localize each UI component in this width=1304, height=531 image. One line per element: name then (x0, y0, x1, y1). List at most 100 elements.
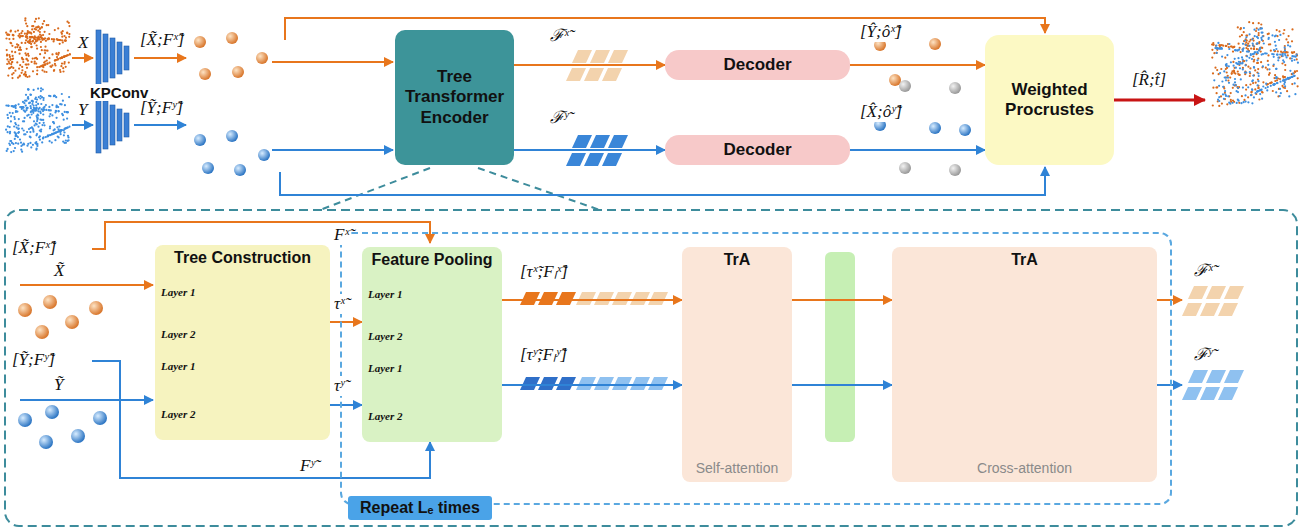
point-sphere (194, 36, 206, 48)
point-cloud-dot (34, 28, 36, 30)
point-cloud-dot (1267, 86, 1269, 88)
point-cloud-dot (1253, 67, 1255, 69)
math-label: [Ỹ;Fʸ̃] (10, 350, 57, 370)
point-cloud-dot (25, 100, 27, 102)
point-cloud-dot (46, 63, 48, 65)
point-cloud-dot (1259, 89, 1261, 91)
point-cloud-dot (35, 107, 37, 109)
point-cloud-dot (1211, 57, 1213, 59)
point-sphere (35, 325, 49, 339)
point-cloud-dot (1241, 56, 1243, 58)
point-cloud-dot (53, 95, 55, 97)
point-cloud-dot (1230, 92, 1232, 94)
point-cloud-dot (7, 75, 9, 77)
point-sphere (194, 134, 206, 146)
point-cloud-dot (1284, 50, 1286, 52)
feature-tile (1218, 387, 1238, 400)
point-cloud-dot (30, 111, 32, 113)
point-cloud-dot (1256, 91, 1258, 93)
point-cloud-dot (29, 42, 31, 44)
point-cloud-dot (1260, 28, 1262, 30)
point-cloud-dot (1219, 72, 1221, 74)
point-cloud-dot (7, 34, 9, 36)
point-cloud-dot (1265, 67, 1267, 69)
point-cloud-dot (1261, 89, 1263, 91)
point-cloud-dot (38, 96, 40, 98)
point-cloud-dot (26, 33, 28, 35)
point-cloud-dot (35, 134, 37, 136)
point-cloud-dot (6, 55, 8, 57)
point-cloud-dot (6, 150, 8, 152)
point-cloud-dot (31, 61, 33, 63)
point-cloud-dot (59, 130, 61, 132)
point-cloud-dot (1268, 74, 1270, 76)
point-cloud-dot (35, 104, 37, 106)
point-cloud-dot (1291, 83, 1293, 85)
feature-tile (576, 292, 596, 305)
point-cloud-dot (1261, 54, 1263, 56)
point-cloud-dot (1248, 50, 1250, 52)
point-cloud-dot (24, 117, 26, 119)
point-cloud-dot (58, 130, 60, 132)
point-cloud-dot (25, 39, 27, 41)
point-cloud-dot (6, 63, 8, 65)
point-cloud-dot (44, 31, 46, 33)
point-cloud-dot (1287, 41, 1289, 43)
point-cloud-dot (41, 39, 43, 41)
point-cloud-dot (1294, 75, 1296, 77)
point-cloud-dot (37, 103, 39, 105)
kpconv-layer (124, 46, 129, 70)
point-cloud-dot (1294, 55, 1296, 57)
point-cloud-dot (61, 56, 63, 58)
point-cloud-dot (1236, 63, 1238, 65)
point-cloud-dot (1256, 59, 1258, 61)
decoder-block: Decoder (665, 135, 850, 165)
point-cloud-dot (1228, 82, 1230, 84)
point-cloud-dot (11, 142, 13, 144)
point-cloud-dot (54, 139, 56, 141)
point-cloud-dot (43, 122, 45, 124)
point-cloud-dot (9, 56, 11, 58)
point-cloud-dot (12, 58, 14, 60)
point-cloud-dot (39, 135, 41, 137)
point-cloud-dot (1260, 61, 1262, 63)
point-cloud-dot (1252, 37, 1254, 39)
point-cloud-dot (63, 134, 65, 136)
point-cloud-dot (1296, 58, 1298, 60)
point-cloud-dot (18, 131, 20, 133)
point-cloud-dot (13, 116, 15, 118)
connector-arrow (850, 149, 985, 151)
point-cloud-dot (26, 109, 28, 111)
point-cloud-dot (1240, 78, 1242, 80)
point-cloud-dot (24, 17, 26, 19)
point-cloud-dot (1225, 45, 1227, 47)
point-cloud-dot (1249, 83, 1251, 85)
point-cloud-dot (35, 40, 37, 42)
point-cloud-dot (24, 33, 26, 35)
point-cloud-dot (1252, 55, 1254, 57)
point-cloud-dot (43, 20, 45, 22)
point-cloud-dot (1284, 85, 1286, 87)
point-cloud-dot (1287, 78, 1289, 80)
point-cloud-dot (1278, 39, 1280, 41)
point-cloud-dot (42, 99, 44, 101)
point-cloud-dot (34, 57, 36, 59)
point-cloud-dot (1284, 81, 1286, 83)
point-cloud-dot (1239, 35, 1241, 37)
connector-arrow (502, 299, 682, 301)
point-cloud-dot (61, 103, 63, 105)
point-cloud-dot (1227, 77, 1229, 79)
point-sphere (234, 164, 246, 176)
point-sphere (202, 162, 214, 174)
point-cloud-dot (1288, 77, 1290, 79)
point-cloud-dot (8, 105, 10, 107)
block-title: TrA (682, 251, 792, 269)
point-cloud-dot (1283, 79, 1285, 81)
layer-label: Layer 1 (159, 360, 198, 372)
point-cloud-dot (24, 52, 26, 54)
point-cloud-dot (1235, 62, 1237, 64)
point-cloud-dot (68, 126, 70, 128)
point-cloud-dot (1239, 67, 1241, 69)
point-cloud-dot (19, 64, 21, 66)
point-cloud-dot (22, 106, 24, 108)
